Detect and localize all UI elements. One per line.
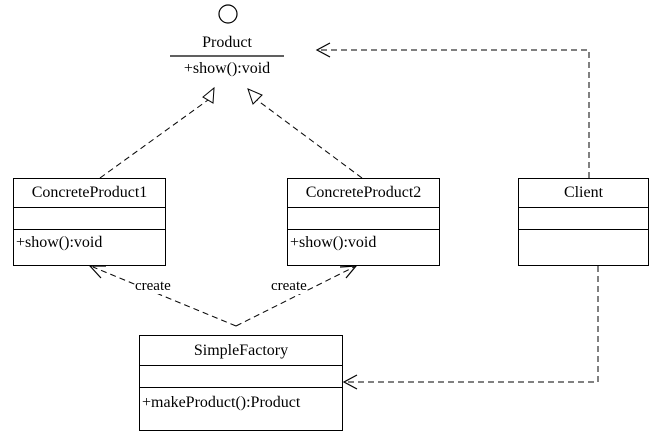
concrete-product-1-attributes [14, 208, 165, 230]
realization-arrowhead-2-icon [247, 88, 263, 105]
product-interface-operation: +show():void [183, 60, 271, 77]
interface-lollipop-icon [218, 4, 238, 24]
client-class: Client [518, 178, 649, 266]
simple-factory-name: SimpleFactory [140, 336, 342, 366]
concrete-product-1-operation: +show():void [16, 234, 103, 251]
client-name: Client [519, 179, 648, 208]
realization-line-concrete-product-1 [99, 99, 209, 179]
dependency-arrowhead-client-product-icon [315, 42, 331, 58]
simple-factory-attributes [140, 366, 342, 388]
concrete-product-2-class: ConcreteProduct2 +show():void [287, 178, 440, 266]
concrete-product-1-name: ConcreteProduct1 [14, 179, 165, 208]
concrete-product-2-name: ConcreteProduct2 [288, 179, 439, 208]
simple-factory-class: SimpleFactory +makeProduct():Product [139, 335, 343, 431]
product-interface-name: Product [202, 34, 252, 51]
concrete-product-2-operation: +show():void [290, 234, 377, 251]
simple-factory-operation: +makeProduct():Product [142, 394, 301, 411]
create-line-left [92, 266, 237, 327]
concrete-product-1-class: ConcreteProduct1 +show():void [13, 178, 166, 266]
dependency-line-client-product [318, 49, 590, 178]
dependency-line-client-factory [345, 266, 599, 383]
create-line-right [235, 266, 355, 327]
create-arrowhead-left-icon [88, 265, 106, 279]
create-label-right: create [271, 278, 307, 294]
client-attributes [519, 208, 648, 230]
concrete-product-2-attributes [288, 208, 439, 230]
realization-line-concrete-product-2 [256, 99, 363, 179]
create-arrowhead-right-icon [339, 265, 358, 279]
realization-arrowhead-1-icon [202, 86, 215, 104]
create-label-left: create [135, 278, 171, 294]
dependency-arrowhead-client-factory-icon [342, 374, 358, 390]
